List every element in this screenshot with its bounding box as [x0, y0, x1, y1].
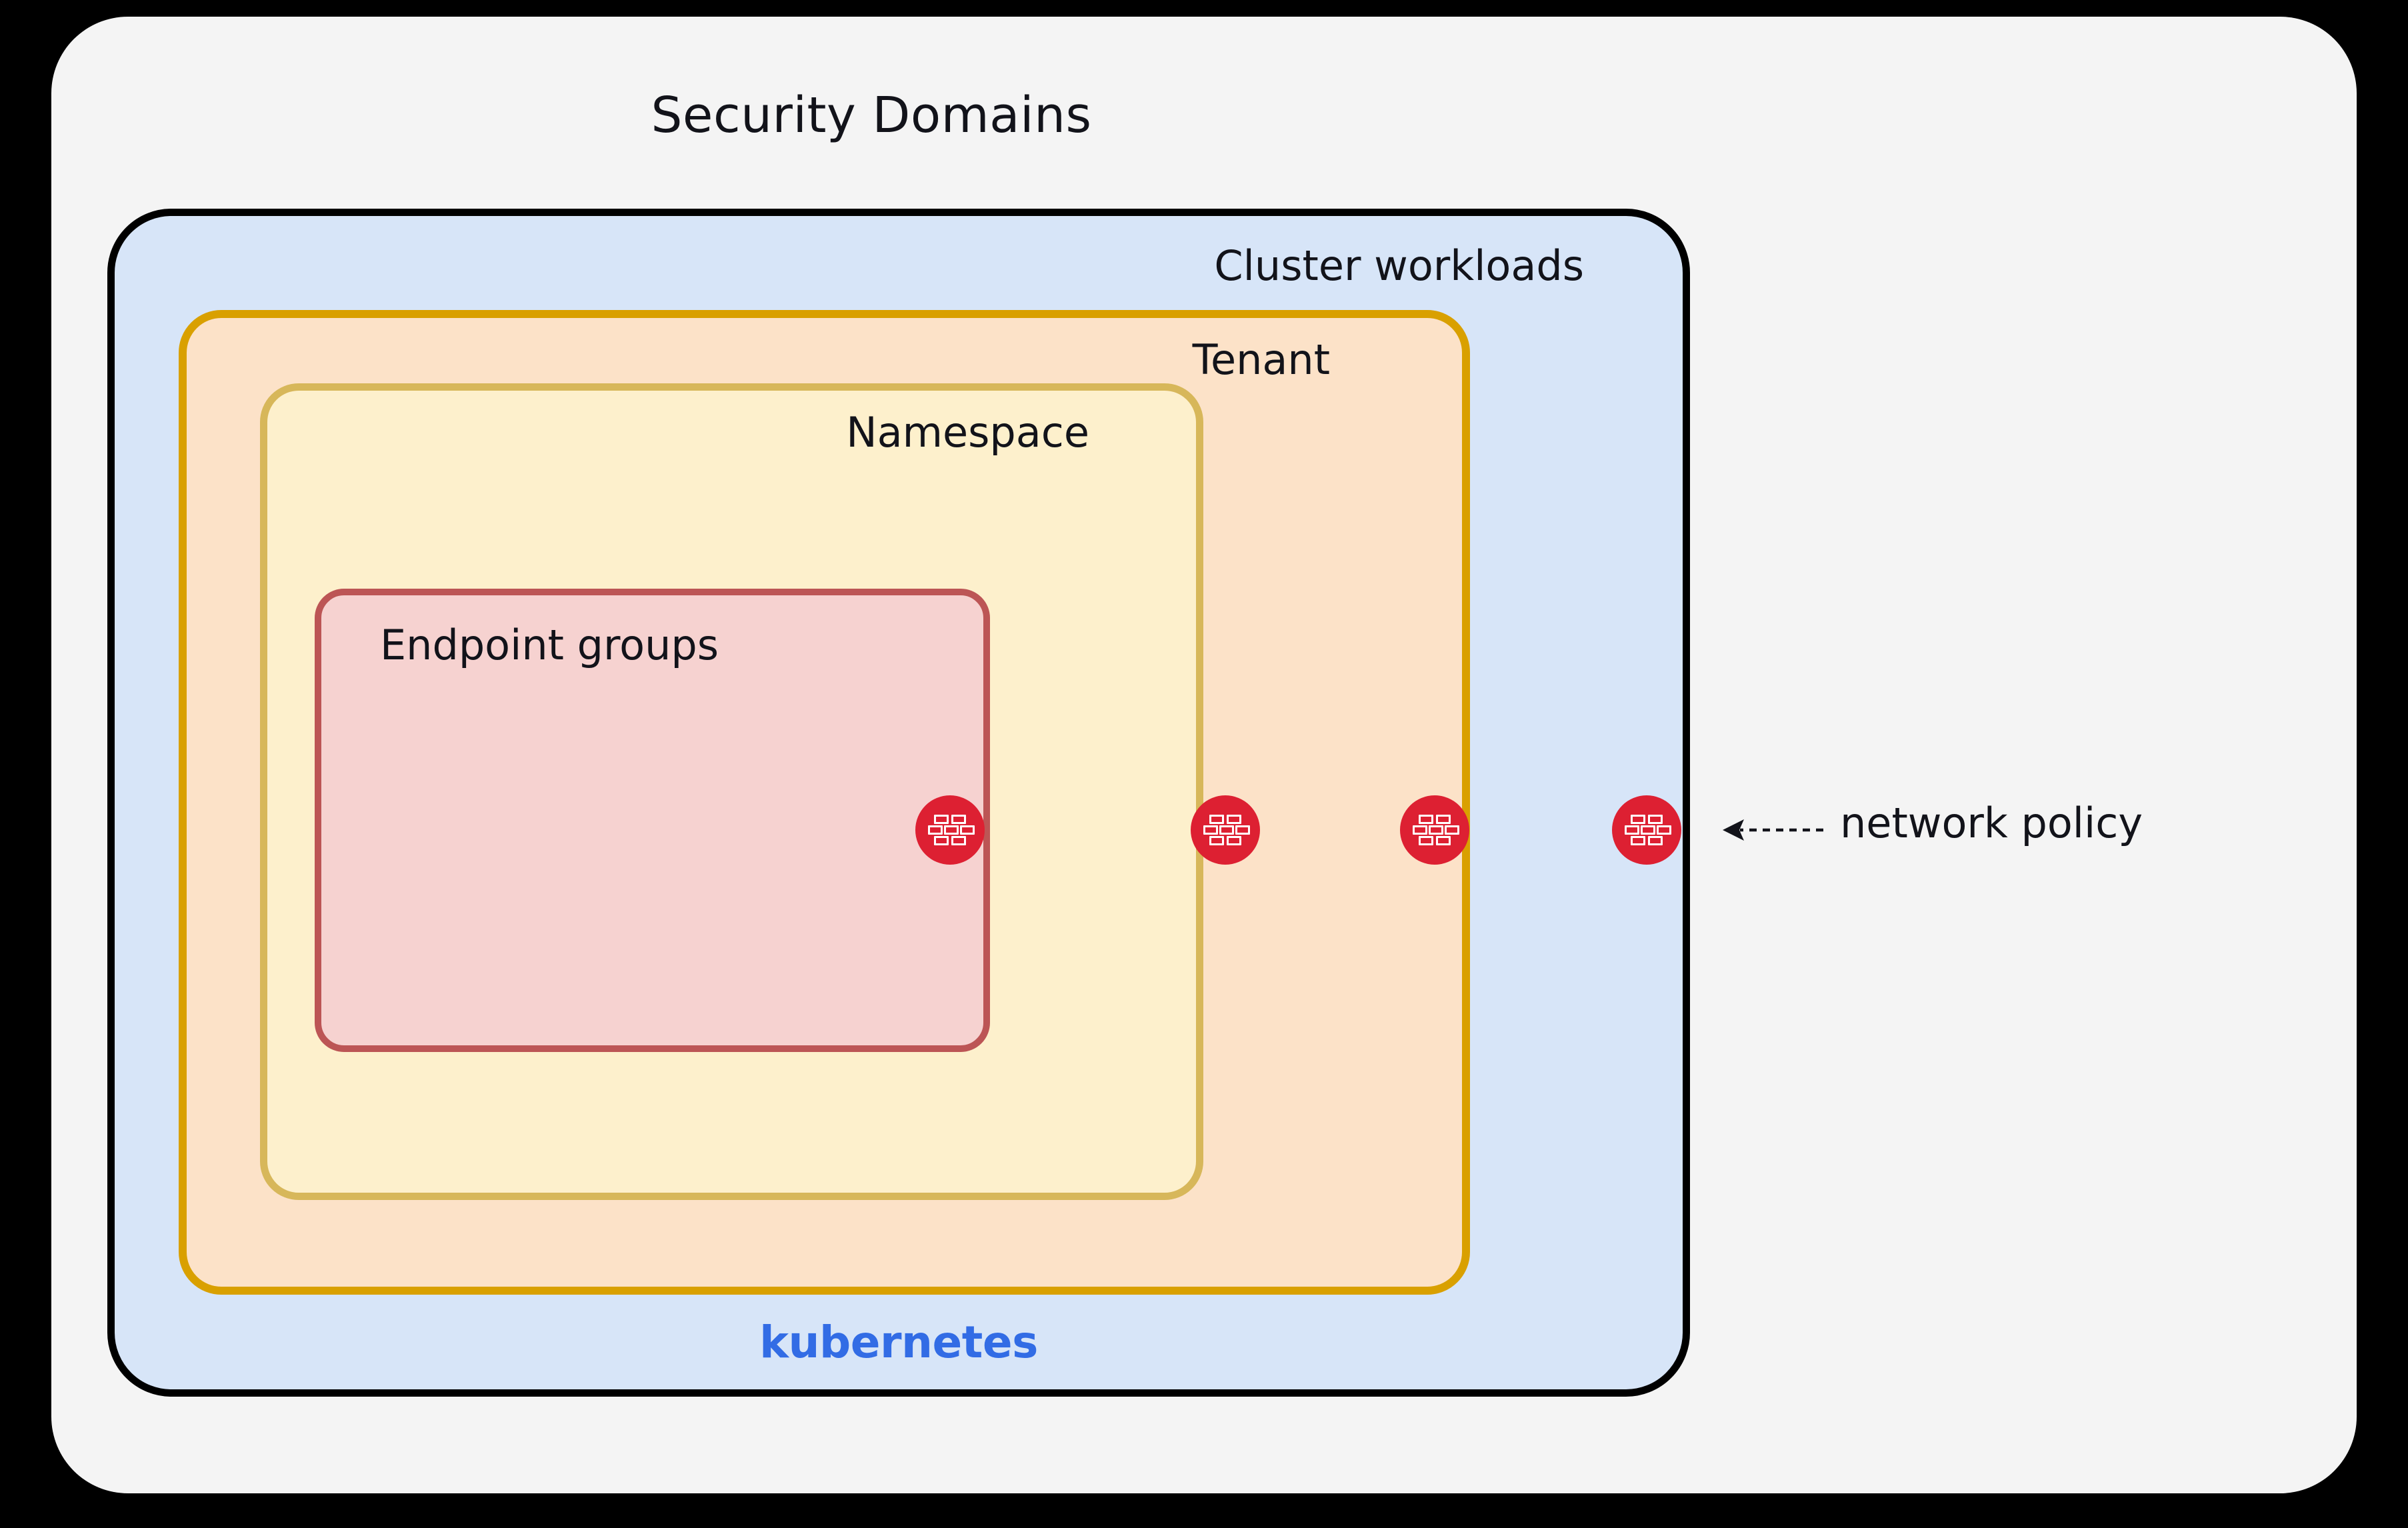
brick	[1631, 836, 1645, 845]
brick	[1625, 825, 1639, 835]
page-title: Security Domains	[651, 87, 1092, 144]
tenant-label: Tenant	[1192, 335, 1330, 384]
brick	[1648, 836, 1663, 845]
brick	[951, 836, 966, 845]
brick	[934, 815, 949, 824]
policy-marker-namespace	[1191, 795, 1260, 865]
network-policy-label: network policy	[1840, 799, 2143, 847]
brick	[1648, 815, 1663, 824]
brick	[934, 836, 949, 845]
brick	[1219, 825, 1234, 835]
policy-marker-cluster	[1612, 795, 1681, 865]
brick	[1641, 825, 1655, 835]
brick	[1227, 836, 1241, 845]
network-policy-arrow-icon	[1723, 819, 1823, 841]
cluster-workloads-label: Cluster workloads	[1214, 241, 1584, 290]
brick	[1436, 815, 1451, 824]
brick	[944, 825, 959, 835]
firewall-brick-icon	[928, 815, 975, 845]
brick	[1209, 815, 1224, 824]
brick	[928, 825, 943, 835]
brick	[1209, 836, 1224, 845]
endpoint-groups-label: Endpoint groups	[380, 621, 719, 669]
namespace-label: Namespace	[846, 408, 1089, 457]
brick	[1445, 825, 1459, 835]
brick	[1429, 825, 1443, 835]
brick	[1235, 825, 1250, 835]
brick	[1419, 836, 1433, 845]
brick	[1657, 825, 1671, 835]
brick	[1436, 836, 1451, 845]
policy-marker-endpoint-groups	[915, 795, 985, 865]
brick	[1413, 825, 1427, 835]
brick	[1631, 815, 1645, 824]
firewall-brick-icon	[1203, 815, 1250, 845]
brick	[951, 815, 966, 824]
brick	[960, 825, 975, 835]
brick	[1227, 815, 1241, 824]
endpoint-groups-box: Endpoint groups	[315, 589, 990, 1052]
firewall-brick-icon	[1413, 815, 1459, 845]
firewall-brick-icon	[1625, 815, 1671, 845]
brick	[1203, 825, 1218, 835]
brick	[1419, 815, 1433, 824]
kubernetes-brand-label: kubernetes	[759, 1317, 1038, 1368]
policy-marker-tenant	[1400, 795, 1469, 865]
